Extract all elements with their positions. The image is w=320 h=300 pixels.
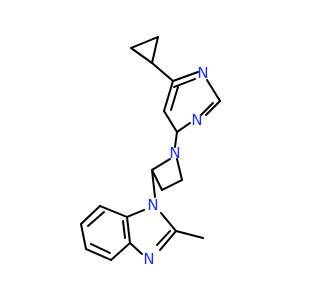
bond <box>161 179 183 191</box>
bond <box>151 158 171 171</box>
bond <box>80 205 101 225</box>
atom-layer: N N N N N <box>143 64 208 268</box>
molecule-diagram: N N N N N <box>80 36 221 268</box>
bond <box>126 209 145 218</box>
atom-label: N <box>143 250 154 268</box>
bond <box>151 169 156 198</box>
atom-label: N <box>169 144 180 162</box>
bond <box>176 122 191 133</box>
bond <box>80 223 87 250</box>
bond <box>130 47 153 64</box>
atom-n-azetidine: N <box>169 144 180 162</box>
bond <box>163 110 178 133</box>
bond <box>87 211 105 227</box>
bond <box>151 62 174 82</box>
bond <box>172 71 199 82</box>
atom-n-pyrimidine-bottom: N <box>191 111 202 129</box>
bond <box>85 248 112 261</box>
atom-n-pyrimidine-top: N <box>197 64 208 82</box>
bond <box>170 86 179 111</box>
bond <box>99 205 128 218</box>
bond <box>206 79 221 102</box>
bond <box>163 80 174 112</box>
atom-label: N <box>147 196 158 214</box>
bond-layer <box>80 36 221 261</box>
bond <box>110 242 131 261</box>
bond <box>151 36 159 64</box>
atom-n-benzimidazole-3: N <box>143 250 154 268</box>
structure-canvas: N N N N N <box>80 36 221 268</box>
bond <box>160 212 177 232</box>
bond <box>173 78 196 88</box>
bond <box>174 131 178 148</box>
bond <box>159 230 177 251</box>
bond <box>205 100 221 116</box>
bond <box>126 216 131 244</box>
atom-n-benzimidazole-1: N <box>147 196 158 214</box>
atom-label: N <box>197 64 208 82</box>
atom-label: N <box>191 111 202 129</box>
bond <box>151 169 163 191</box>
bond <box>156 230 171 246</box>
bond <box>176 158 183 181</box>
bond <box>175 230 204 239</box>
bond <box>130 36 159 49</box>
bond <box>129 242 143 255</box>
bond <box>200 102 214 116</box>
bond <box>122 220 126 239</box>
bond <box>90 243 111 254</box>
